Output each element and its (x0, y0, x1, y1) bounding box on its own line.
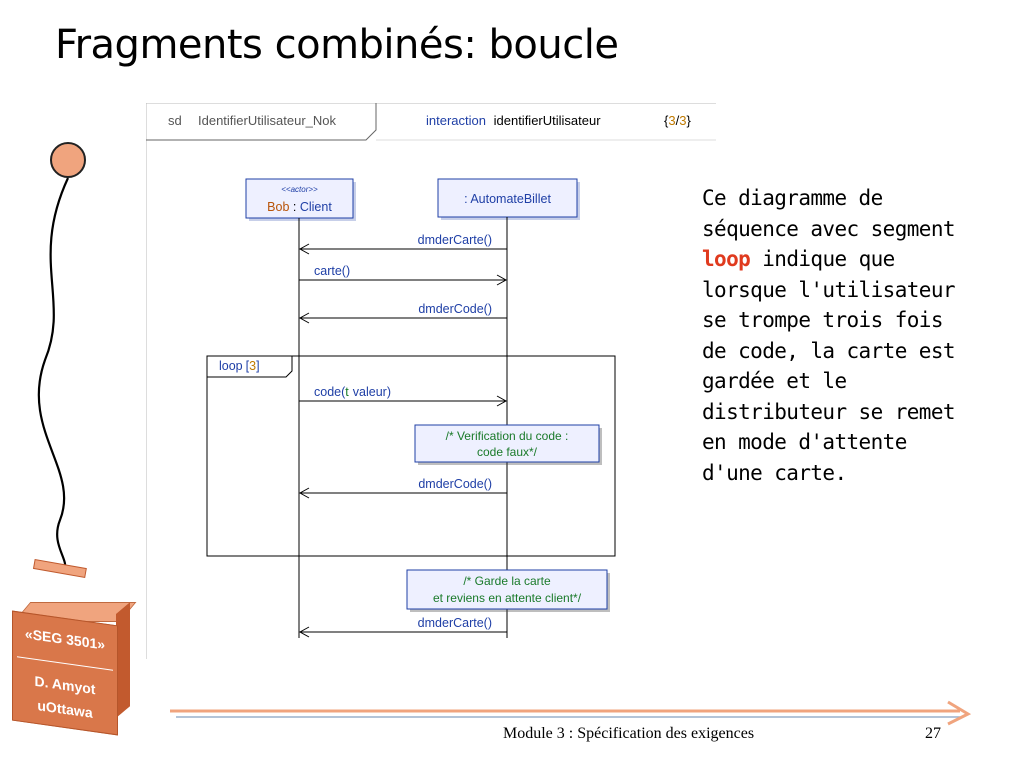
code-name: code( (314, 385, 346, 399)
badge-divider (17, 656, 113, 671)
loop-fragment-tab (207, 356, 293, 378)
slide-title: Fragments combinés: boucle (55, 22, 619, 68)
note-1-line-2: code faux*/ (477, 445, 538, 459)
loop-fragment[interactable] (206, 355, 616, 557)
note-1-line-1: /* Verification du code : (446, 429, 569, 443)
message-label: dmderCarte() (418, 233, 492, 247)
counter-open: { (664, 113, 669, 128)
note-garde-carte[interactable] (406, 569, 608, 610)
interaction-counter: {3/3} (664, 113, 691, 128)
pendulum-base (32, 558, 87, 579)
pendulum-string (37, 177, 69, 571)
automate-label: : AutomateBillet (464, 192, 551, 206)
pendulum-ball (50, 142, 86, 178)
page-number: 27 (925, 725, 941, 742)
client-type: Client (300, 200, 332, 214)
message-dmdercarte-1[interactable]: dmderCarte() (298, 233, 507, 255)
client-stereotype: <<actor>> (281, 185, 318, 194)
interaction-name: identifierUtilisateur (494, 113, 602, 128)
note-2-line-2: et reviens en attente client*/ (433, 591, 582, 605)
slide-footer: Module 3 : Spécification des exigences (503, 725, 755, 742)
loop-count: 3 (249, 359, 256, 373)
code-close: ) (387, 385, 391, 399)
badge-course-code: «SEG 3501» (24, 625, 106, 653)
badge-side-face (116, 602, 130, 718)
message-label: carte() (314, 264, 350, 278)
interaction-header: interaction identifierUtilisateur (426, 113, 601, 128)
footer-arrow-head (947, 700, 972, 726)
message-dmdercode-2[interactable]: dmderCode() (298, 477, 507, 499)
client-instance: Bob (267, 200, 289, 214)
counter-b: 3 (679, 113, 686, 128)
message-dmdercarte-2[interactable]: dmderCarte() (298, 616, 507, 638)
badge-front-face: «SEG 3501» D. Amyot uOttawa (12, 610, 118, 736)
client-label: Bob : Client (267, 200, 332, 214)
badge-university: uOttawa (37, 697, 93, 721)
interaction-keyword: interaction (426, 113, 486, 128)
body-text-after: indique que lorsque l'utilisateur se tro… (702, 247, 956, 485)
message-label: dmderCarte() (418, 616, 492, 630)
message-label: dmderCode() (418, 477, 492, 491)
code-arg-1: t (345, 385, 349, 399)
loop-bracket-open: [ (246, 359, 250, 373)
client-sep: : (289, 200, 299, 214)
sequence-diagram: sd IdentifierUtilisateur_Nok interaction… (146, 103, 716, 659)
counter-a: 3 (668, 113, 675, 128)
body-text-before: Ce diagramme de séquence avec segment (702, 186, 956, 241)
note-2-line-1: /* Garde la carte (463, 574, 551, 588)
diagram-frame-tab (146, 103, 377, 141)
course-badge: «SEG 3501» D. Amyot uOttawa (8, 600, 137, 736)
code-arg-2: valeur (353, 385, 387, 399)
message-carte[interactable]: carte() (299, 264, 508, 286)
counter-sep: / (676, 113, 680, 128)
slide-body-text: Ce diagramme de séquence avec segment lo… (702, 183, 962, 488)
automate-lifeline-head[interactable] (437, 178, 578, 218)
note-verification[interactable] (414, 424, 600, 463)
loop-keyword: loop (219, 359, 243, 373)
body-keyword-loop: loop (702, 247, 751, 271)
counter-close: } (686, 113, 691, 128)
loop-label: loop[3] (219, 359, 260, 373)
frame-kind: sd (168, 113, 182, 128)
client-lifeline-head[interactable] (245, 178, 354, 219)
message-label: dmderCode() (418, 302, 492, 316)
frame-name: IdentifierUtilisateur_Nok (198, 113, 337, 128)
loop-bracket-close: ] (256, 359, 259, 373)
message-dmdercode-1[interactable]: dmderCode() (298, 302, 507, 324)
